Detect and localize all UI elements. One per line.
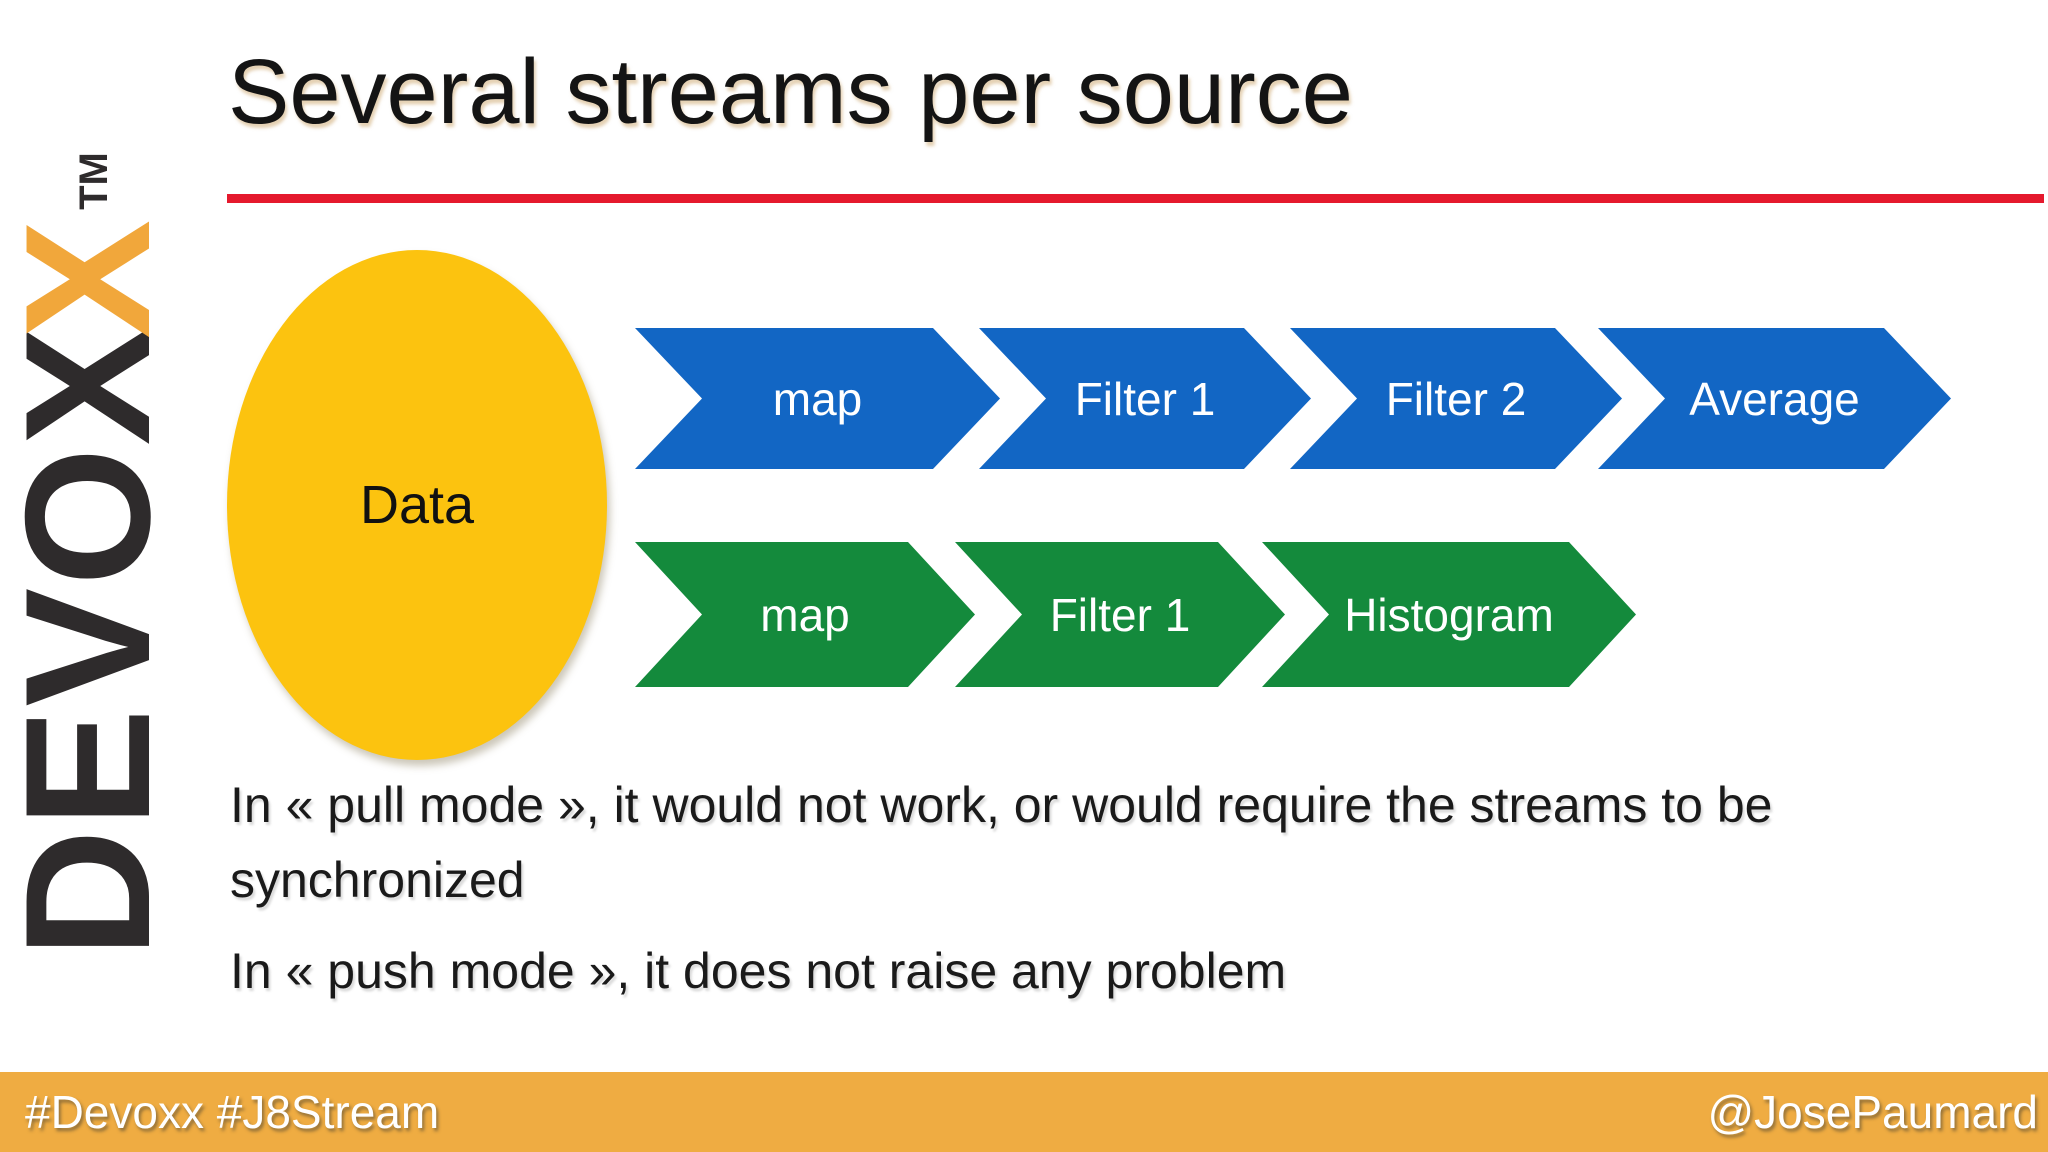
blue-step-filter-2: Filter 2 [1290, 328, 1622, 469]
devoxx-logo-accent-x: X [0, 217, 187, 339]
blue-step-map-label: map [772, 372, 863, 425]
data-source-ellipse: Data [227, 250, 607, 760]
blue-step-map: map [635, 328, 1000, 469]
blue-step-filter-2-label: Filter 2 [1385, 372, 1527, 425]
green-step-map-label: map [760, 588, 850, 641]
footer-bar: #Devoxx #J8Stream @JosePaumard [0, 1072, 2048, 1152]
devoxx-logo-text: DEVOX [0, 324, 187, 958]
note-push-mode: In « push mode », it does not raise any … [230, 943, 1287, 999]
blue-step-average: Average [1598, 328, 1951, 469]
note-pull-mode: In « pull mode », it would not work, or … [230, 777, 1773, 908]
notes-block: In « pull mode », it would not work, or … [230, 768, 1830, 1025]
title-underline [227, 194, 2044, 203]
footer-twitter-handle: @JosePaumard [1707, 1086, 2038, 1138]
green-step-filter-1-label: Filter 1 [1049, 588, 1191, 641]
page-title: Several streams per source [228, 41, 1353, 143]
green-step-histogram: Histogram [1262, 542, 1636, 687]
blue-step-average-label: Average [1689, 372, 1860, 425]
data-source-label: Data [359, 475, 475, 535]
green-step-histogram-label: Histogram [1344, 588, 1554, 641]
footer-hashtags: #Devoxx #J8Stream [25, 1086, 440, 1138]
blue-step-filter-1: Filter 1 [979, 328, 1311, 469]
green-step-map: map [635, 542, 975, 687]
green-step-filter-1: Filter 1 [955, 542, 1285, 687]
blue-step-filter-1-label: Filter 1 [1074, 372, 1216, 425]
trademark-symbol: TM [72, 152, 116, 210]
